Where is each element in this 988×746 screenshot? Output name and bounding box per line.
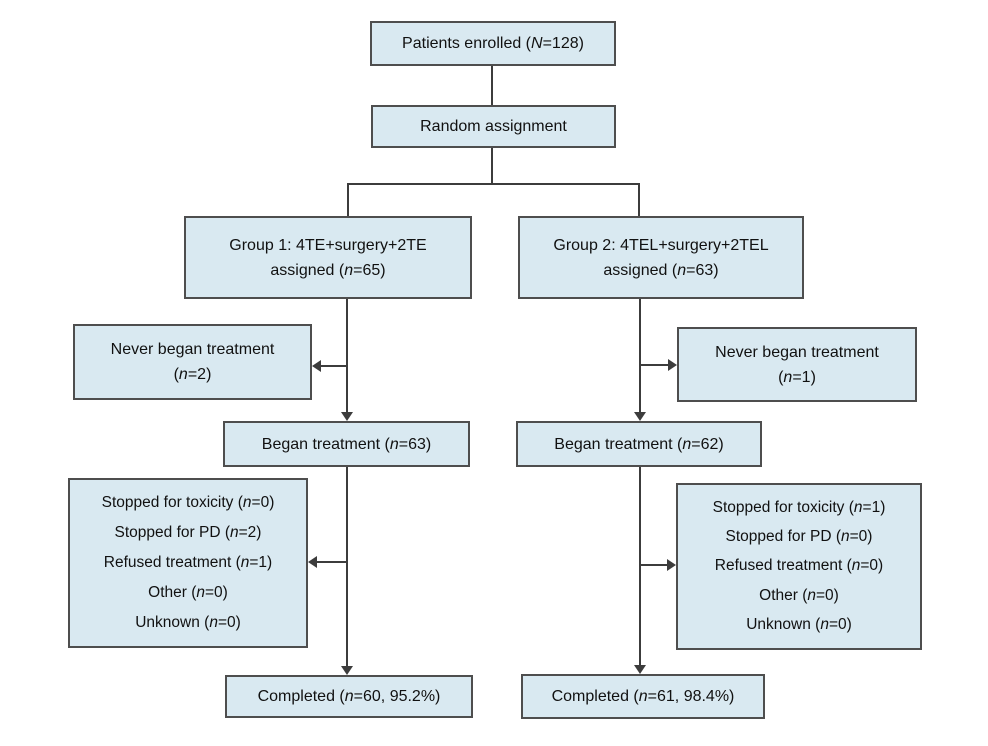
list-item: Stopped for PD (n=2) xyxy=(114,524,262,541)
connector-began1-stopped1 xyxy=(316,561,348,563)
connector-group1-never1 xyxy=(320,365,348,367)
arrowhead-left-never1 xyxy=(312,360,321,372)
connector-enrolled-random xyxy=(491,66,493,105)
connector-split-horizontal xyxy=(347,183,640,185)
group2-line1: Group 2: 4TEL+surgery+2TEL xyxy=(553,236,769,254)
group1-box: Group 1: 4TE+surgery+2TE assigned (n=65) xyxy=(184,216,472,299)
arrowhead-down-completed2 xyxy=(634,665,646,674)
completed-left-label: Completed (n=60, 95.2%) xyxy=(257,688,441,705)
group2-box: Group 2: 4TEL+surgery+2TEL assigned (n=6… xyxy=(518,216,804,299)
connector-began2-completed2 xyxy=(639,467,641,666)
group2-line2: assigned (n=63) xyxy=(603,261,719,279)
connector-group2-began2 xyxy=(639,299,641,413)
began-treatment-right-box: Began treatment (n=62) xyxy=(516,421,762,467)
began-treatment-left-box: Began treatment (n=63) xyxy=(223,421,470,467)
arrowhead-down-completed1 xyxy=(341,666,353,675)
connector-began2-stopped2 xyxy=(640,564,668,566)
began-treatment-right-label: Began treatment (n=62) xyxy=(554,435,724,453)
arrowhead-right-stopped2 xyxy=(667,559,676,571)
never-began-left-box: Never began treatment (n=2) xyxy=(73,324,312,400)
never-began-left-line1: Never began treatment xyxy=(110,341,275,358)
arrowhead-down-began2 xyxy=(634,412,646,421)
group1-line2: assigned (n=65) xyxy=(270,261,386,279)
began-treatment-left-label: Began treatment (n=63) xyxy=(261,435,432,453)
list-item: Other (n=0) xyxy=(759,586,839,604)
random-assignment-label: Random assignment xyxy=(420,118,567,135)
arrowhead-left-stopped1 xyxy=(308,556,317,568)
completed-right-label: Completed (n=61, 98.4%) xyxy=(551,688,735,705)
connector-random-split xyxy=(491,148,493,183)
enrolled-box: Patients enrolled (N=128) xyxy=(370,21,616,66)
stopped-reasons-right-box: Stopped for toxicity (n=1) Stopped for P… xyxy=(676,483,922,650)
list-item: Stopped for PD (n=0) xyxy=(725,528,873,546)
completed-right-box: Completed (n=61, 98.4%) xyxy=(521,674,765,719)
never-began-right-line2: (n=1) xyxy=(778,368,816,386)
arrowhead-right-never2 xyxy=(668,359,677,371)
stopped-reasons-left-box: Stopped for toxicity (n=0) Stopped for P… xyxy=(68,478,308,648)
list-item: Refused treatment (n=0) xyxy=(714,557,884,575)
completed-left-box: Completed (n=60, 95.2%) xyxy=(225,675,473,718)
group1-line1: Group 1: 4TE+surgery+2TE xyxy=(229,236,427,254)
list-item: Refused treatment (n=1) xyxy=(103,554,273,571)
connector-began1-completed1 xyxy=(346,467,348,667)
never-began-right-box: Never began treatment (n=1) xyxy=(677,327,917,402)
list-item: Unknown (n=0) xyxy=(135,614,241,631)
list-item: Unknown (n=0) xyxy=(746,616,852,634)
connector-split-group2 xyxy=(638,183,640,216)
arrowhead-down-began1 xyxy=(341,412,353,421)
connector-group2-never2 xyxy=(640,364,669,366)
random-assignment-box: Random assignment xyxy=(371,105,616,148)
list-item: Stopped for toxicity (n=0) xyxy=(101,494,275,511)
list-item: Stopped for toxicity (n=1) xyxy=(712,498,886,516)
list-item: Other (n=0) xyxy=(148,584,228,601)
connector-split-group1 xyxy=(347,183,349,216)
never-began-right-line1: Never began treatment xyxy=(715,343,879,361)
never-began-left-line2: (n=2) xyxy=(173,366,212,383)
enrolled-label: Patients enrolled (N=128) xyxy=(402,35,584,52)
connector-group1-began1 xyxy=(346,299,348,413)
